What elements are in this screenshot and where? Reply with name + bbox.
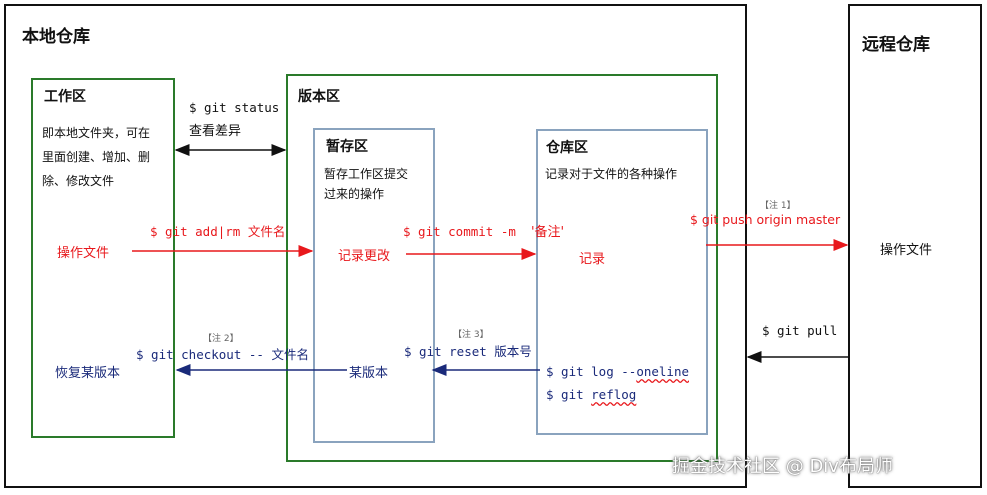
remote-operate-label: 操作文件 bbox=[880, 243, 933, 258]
stage-box bbox=[313, 128, 435, 443]
local-repo-title: 本地仓库 bbox=[22, 27, 90, 47]
repo-area-box bbox=[536, 129, 708, 435]
note-2: 【注 2】 bbox=[203, 334, 239, 344]
status-command: $ git status bbox=[189, 100, 280, 115]
version-area-title: 版本区 bbox=[298, 89, 340, 105]
version-area-box bbox=[286, 74, 718, 462]
watermark: 掘金技术社区 @ Div布局师 bbox=[672, 456, 893, 477]
commit-command-text: $ git commit -m bbox=[403, 224, 516, 239]
reflog-command: $ git reflog bbox=[546, 387, 636, 402]
stage-desc-1: 暂存工作区提交 bbox=[324, 167, 409, 181]
log-command-flag: oneline bbox=[636, 364, 689, 379]
reflog-command-flag: reflog bbox=[591, 387, 637, 402]
workspace-desc-3: 除、修改文件 bbox=[42, 174, 115, 188]
note-1: 【注 1】 bbox=[760, 201, 796, 211]
operate-file-label: 操作文件 bbox=[57, 246, 110, 261]
workspace-box bbox=[31, 78, 175, 438]
workspace-desc-1: 即本地文件夹，可在 bbox=[42, 126, 151, 140]
pull-command: $ git pull bbox=[762, 323, 838, 338]
remote-repo-box bbox=[848, 4, 982, 488]
stage-desc-2: 过来的操作 bbox=[324, 187, 385, 201]
repo-area-desc: 记录对于文件的各种操作 bbox=[545, 167, 678, 181]
workspace-desc-2: 里面创建、增加、删 bbox=[42, 150, 151, 164]
record-changes-label: 记录更改 bbox=[338, 249, 391, 264]
log-command: $ git log --oneline bbox=[546, 364, 689, 379]
checkout-command: $ git checkout -- 文件名 bbox=[136, 347, 309, 362]
reset-command: $ git reset 版本号 bbox=[404, 344, 532, 359]
repo-area-title: 仓库区 bbox=[546, 140, 588, 156]
add-command: $ git add|rm 文件名 bbox=[150, 224, 286, 239]
commit-command: $ git commit -m '备注' bbox=[403, 221, 564, 240]
reflog-command-prefix: $ git bbox=[546, 387, 592, 402]
log-command-prefix: $ git log -- bbox=[546, 364, 637, 379]
restore-version-label: 恢复某版本 bbox=[55, 366, 121, 381]
note-3: 【注 3】 bbox=[453, 330, 489, 340]
some-version-label: 某版本 bbox=[349, 366, 389, 381]
remote-repo-title: 远程仓库 bbox=[862, 35, 930, 55]
stage-title: 暂存区 bbox=[326, 139, 368, 155]
record-label: 记录 bbox=[579, 252, 606, 267]
status-desc: 查看差异 bbox=[189, 124, 242, 139]
push-command: $ git push origin master bbox=[690, 212, 841, 227]
local-repo-box bbox=[4, 4, 747, 488]
workspace-title: 工作区 bbox=[44, 89, 86, 105]
commit-message: '备注' bbox=[530, 225, 565, 240]
